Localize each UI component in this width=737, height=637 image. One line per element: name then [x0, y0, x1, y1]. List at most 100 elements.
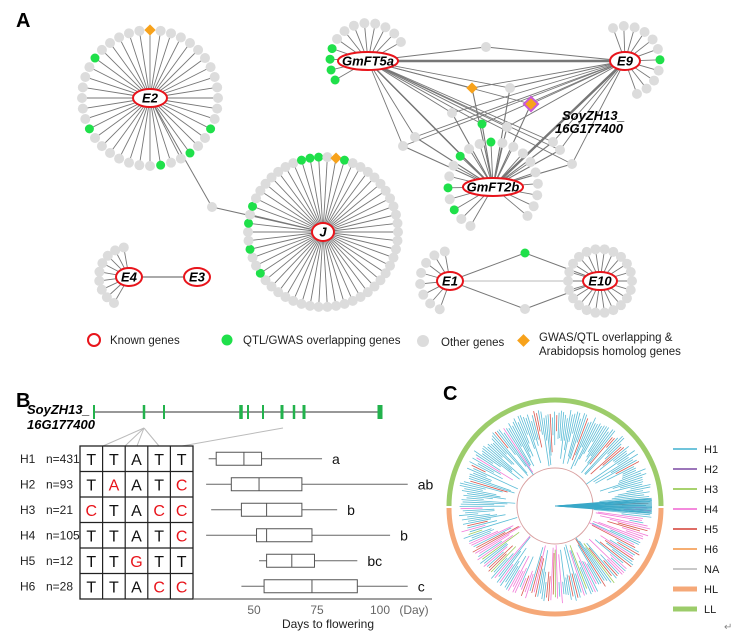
highlight-gene-node — [522, 95, 540, 113]
tree-branch — [586, 450, 635, 485]
exon — [142, 405, 146, 419]
tree-branch — [621, 527, 649, 537]
hub-label-E9: E9 — [617, 54, 634, 69]
network-edge — [492, 60, 626, 188]
tree-branch — [583, 543, 615, 584]
other-gene-node — [348, 20, 359, 31]
exon — [292, 405, 296, 419]
tree-branch — [461, 499, 516, 504]
tree-branch — [482, 531, 520, 560]
tree-branch — [490, 546, 517, 573]
other-gene-node — [134, 160, 145, 171]
other-gene-node — [525, 157, 536, 168]
tree-branch — [481, 450, 520, 480]
tree-branch — [575, 573, 582, 593]
exon — [163, 405, 165, 419]
network-edge — [322, 231, 328, 307]
other-gene-marker — [417, 335, 429, 347]
exon — [302, 405, 306, 419]
network-edge — [322, 231, 354, 302]
tree-branch — [607, 558, 623, 575]
tree-branch — [498, 429, 527, 467]
other-gene-node — [370, 18, 381, 29]
tree-branch — [591, 524, 636, 549]
tree-branch — [470, 480, 508, 493]
haplotype-count: n=12 — [46, 554, 73, 568]
qtl-gene-node — [296, 155, 306, 165]
network-edge — [265, 231, 324, 281]
other-gene-node — [390, 209, 401, 220]
allele-cell: A — [131, 503, 142, 520]
other-gene-node — [97, 258, 108, 269]
box-H6: c — [241, 578, 425, 594]
qtl-gene-node — [486, 137, 496, 147]
allele-cell: C — [176, 503, 188, 520]
tree-branch — [520, 575, 530, 597]
other-gene-node — [448, 160, 459, 171]
other-gene-node — [77, 82, 88, 93]
tree-branch — [593, 520, 640, 541]
tree-branch — [611, 549, 634, 566]
tree-branch — [612, 450, 627, 462]
other-gene-node — [193, 141, 204, 152]
haplotype-name: H2 — [20, 477, 36, 491]
tree-branch — [599, 515, 648, 527]
qtl-gene-marker — [221, 334, 233, 346]
tree-branch — [584, 561, 597, 585]
tree-branch — [526, 414, 536, 441]
other-gene-node — [447, 108, 457, 118]
x-axis-label: Days to flowering — [282, 617, 374, 631]
other-gene-node — [245, 209, 256, 220]
tree-branch — [533, 411, 543, 448]
network-edge — [318, 231, 324, 307]
box-H2: ab — [206, 476, 434, 492]
tree-branch — [500, 547, 527, 586]
allele-cell: T — [86, 452, 96, 469]
other-gene-node — [574, 300, 585, 311]
other-gene-node — [625, 266, 636, 277]
tree-branch — [599, 541, 632, 568]
allele-cell: T — [177, 452, 187, 469]
other-gene-node — [497, 138, 508, 149]
homolog-gene-node — [330, 152, 342, 164]
other-gene-node — [266, 281, 277, 292]
network-nodes — [77, 18, 665, 318]
other-gene-node — [322, 301, 333, 312]
tree-branch — [466, 467, 487, 477]
tree-branch — [472, 457, 502, 475]
tree-branch — [609, 554, 627, 570]
other-gene-node — [105, 37, 116, 48]
network-edge — [571, 60, 626, 165]
box-H5: bc — [259, 553, 382, 569]
tree-branch — [462, 508, 495, 512]
other-gene-node — [599, 244, 610, 255]
network-edge — [149, 97, 172, 163]
tree-branch — [607, 437, 625, 455]
tree-branch — [460, 503, 495, 506]
other-gene-node — [608, 23, 619, 34]
tree-branch — [504, 565, 519, 588]
other-gene-node — [77, 93, 87, 103]
tree-branch — [503, 432, 534, 476]
tree-branch — [513, 418, 530, 452]
qtl-gene-node — [156, 160, 166, 170]
qtl-gene-node — [330, 75, 340, 85]
homolog-gene-node — [144, 24, 156, 36]
allele-cell: T — [86, 477, 96, 494]
tree-branch — [593, 453, 638, 483]
tree-branch — [469, 517, 518, 533]
tree-branch — [560, 412, 565, 441]
tree-branch — [545, 415, 552, 466]
other-gene-node — [615, 300, 626, 311]
tree-branch — [467, 520, 488, 527]
known-gene-E9 — [609, 51, 641, 71]
network-edge — [367, 60, 532, 105]
other-gene-node — [415, 278, 426, 289]
tree-branch — [589, 522, 635, 546]
network-edge — [248, 222, 324, 233]
allele-cell: T — [109, 503, 119, 520]
network-edge — [367, 60, 573, 165]
other-gene-node — [355, 162, 366, 173]
